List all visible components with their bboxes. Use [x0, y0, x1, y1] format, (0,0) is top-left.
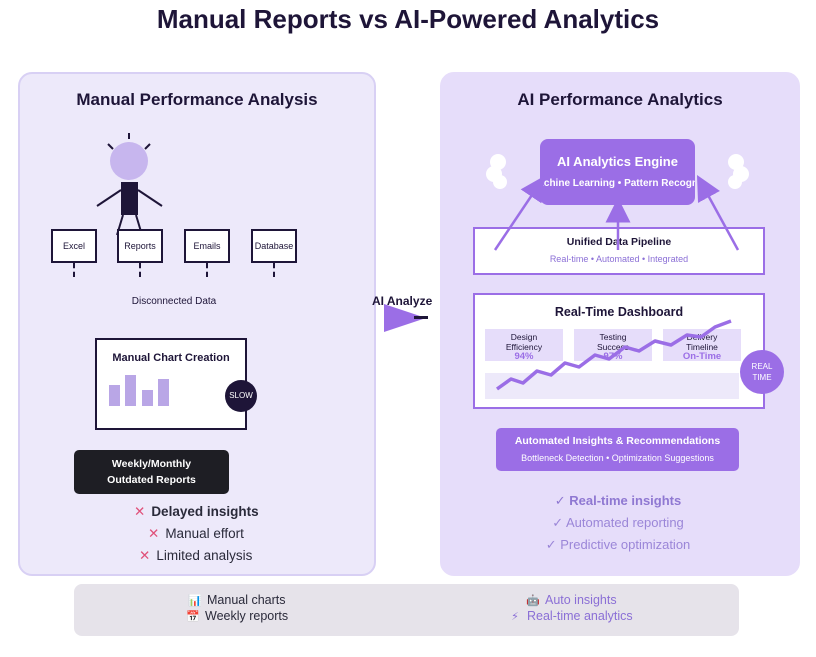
dashed-connector [139, 263, 143, 277]
cross-icon: ✕ [134, 504, 146, 519]
legend-item: 📅Weekly reports [186, 609, 289, 623]
cloud-icon [486, 154, 507, 189]
outdated-line-1: Weekly/Monthly [111, 458, 192, 470]
slow-badge: SLOW [225, 380, 257, 412]
insights-subtitle: Bottleneck Detection • Optimization Sugg… [521, 453, 714, 463]
robot-icon: 🤖 [526, 595, 540, 607]
cloud-icon [728, 154, 749, 189]
lightning-icon: ⚡ [511, 611, 519, 623]
positive-item: ✓ Automated reporting [552, 515, 684, 530]
page-title: Manual Reports vs AI-Powered Analytics [156, 4, 660, 34]
disconnected-data-caption: Disconnected Data [131, 296, 217, 307]
outdated-reports-box: Weekly/Monthly Outdated Reports [74, 450, 229, 494]
positive-item: ✓ Real-time insights [554, 493, 682, 508]
source-excel: Excel [51, 229, 97, 263]
legend-item: ⚡Real-time analytics [508, 609, 632, 623]
mini-bar [158, 379, 169, 406]
pipeline-title: Unified Data Pipeline [566, 236, 672, 248]
negative-item: ✕Manual effort [148, 526, 244, 541]
dashed-connector [206, 263, 210, 277]
metric-design-efficiency: Design Efficiency 94% [485, 329, 563, 362]
source-emails: Emails [184, 229, 230, 263]
cross-icon: ✕ [148, 526, 160, 541]
realtime-badge: REAL TIME [740, 350, 784, 394]
positive-item: ✓ Predictive optimization [545, 537, 691, 552]
trend-line-icon [495, 319, 732, 391]
manual-panel-title: Manual Performance Analysis [76, 90, 318, 109]
cross-icon: ✕ [139, 548, 151, 563]
dashboard-title: Real-Time Dashboard [554, 305, 684, 319]
outdated-line-2: Outdated Reports [107, 474, 196, 486]
frustrated-person-icon [96, 133, 163, 236]
legend-bar [74, 584, 739, 636]
realtime-dashboard: Real-Time Dashboard Design Efficiency 94… [473, 293, 765, 409]
legend-item: 🤖Auto insights [526, 593, 617, 607]
mini-bar [142, 390, 153, 406]
dashed-connector [273, 263, 277, 277]
negative-item: ✕Limited analysis [139, 548, 253, 563]
source-database: Database [251, 229, 297, 263]
automated-insights-box: Automated Insights & Recommendations Bot… [496, 428, 739, 471]
manual-chart-card: Manual Chart Creation SLOW [95, 338, 257, 430]
data-pipeline-box: Unified Data Pipeline Real-time • Automa… [473, 227, 765, 275]
source-reports: Reports [117, 229, 163, 263]
legend-item: 📊Manual charts [188, 593, 286, 607]
manual-chart-title: Manual Chart Creation [112, 352, 230, 364]
manual-panel [18, 72, 376, 576]
mini-bar [109, 385, 120, 406]
calendar-icon: 📅 [186, 611, 200, 623]
metric-testing-success: Testing Success 97% [574, 329, 652, 362]
insights-title: Automated Insights & Recommendations [514, 435, 721, 447]
ai-engine-box: AI Analytics Engine Machine Learning • P… [540, 139, 695, 205]
ai-engine-title: AI Analytics Engine [557, 154, 678, 169]
dashed-connector [73, 263, 77, 277]
bar-chart-icon: 📊 [188, 595, 202, 607]
transition-arrow-icon [384, 304, 428, 332]
ai-panel-title: AI Performance Analytics [517, 90, 723, 109]
mini-bar [125, 375, 136, 406]
negative-item: ✕Delayed insights [134, 504, 259, 519]
ai-analyze-label: AI Analyze [372, 294, 433, 308]
ai-engine-subtitle: Machine Learning • Pattern Recognition [540, 178, 695, 189]
pipeline-subtitle: Real-time • Automated • Integrated [549, 254, 689, 264]
